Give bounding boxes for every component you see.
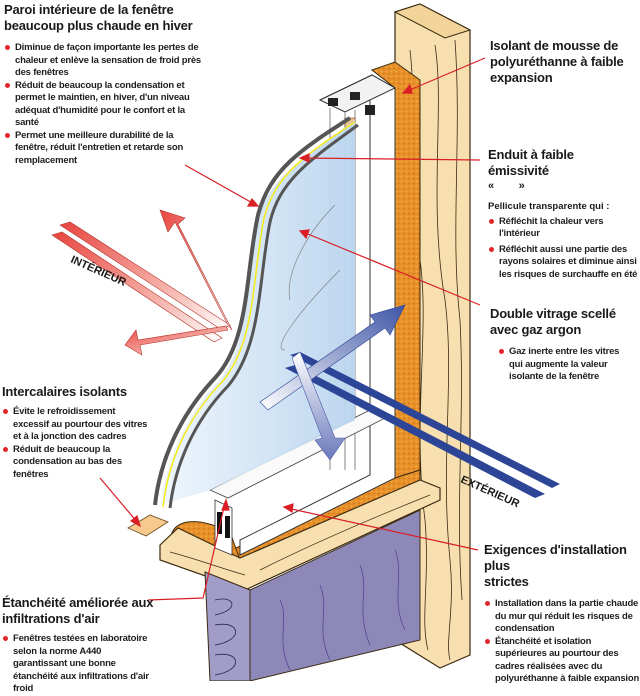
bullet-item: Réfléchit aussi une partie des rayons so… [488, 244, 638, 282]
callout-title: expansion [490, 70, 553, 85]
bullet-item: Étanchéité et isolation supérieures au p… [484, 636, 640, 686]
callout-installation: Exigences d'installation plus strictes I… [484, 542, 640, 686]
callout-title: polyuréthanne à faible [490, 54, 624, 69]
callout-title: Isolant de mousse de [490, 38, 619, 53]
batt-insulation [204, 509, 421, 681]
callout-quotes: « » [488, 180, 525, 192]
bullet-item: Gaz inerte entre les vitres qui augmente… [498, 346, 635, 384]
leader-lines [99, 57, 486, 601]
callout-title: Double vitrage scellé [490, 306, 616, 321]
sill-board [159, 479, 441, 591]
callout-title: Exigences d'installation plus [484, 542, 627, 573]
bullet-item: Réduit de beaucoup la condensation et pe… [4, 80, 204, 130]
bullet-item: Réduit de beaucoup la condensation au ba… [2, 444, 152, 482]
callout-title: strictes [484, 574, 529, 589]
callout-argon: Double vitrage scellé avec gaz argon Gaz… [490, 306, 635, 384]
interior-heat-arrows [51, 209, 233, 356]
double-glazing [153, 116, 359, 509]
callout-title: Intercalaires isolants [2, 384, 127, 399]
window-frame [209, 74, 397, 556]
bullet-item: Évite le refroidissement excessif au pou… [2, 406, 152, 444]
spacer-bar [127, 514, 169, 537]
callout-title: Enduit à faible émissivité [488, 147, 574, 178]
bullet-item: Installation dans la partie chaude du mu… [484, 598, 640, 636]
callout-inner-pane: Paroi intérieure de la fenêtre beaucoup … [4, 2, 244, 167]
bullet-item: Permet une meilleure durabilité de la fe… [4, 130, 204, 168]
callout-low-e: Enduit à faible émissivité « » Pellicule… [488, 147, 638, 281]
callout-title: Paroi intérieure de la fenêtre [4, 2, 174, 17]
exterior-solar-arrows [259, 304, 560, 498]
window-cross-section-diagram: INTÉRIEUR EXTÉRIEUR [51, 3, 560, 681]
bullet-item: Fenêtres testées en laboratoire selon la… [2, 633, 152, 696]
callout-lead: Pellicule transparente qui : [488, 201, 610, 212]
callout-title: beaucoup plus chaude en hiver [4, 18, 193, 33]
callout-title: avec gaz argon [490, 322, 582, 337]
bullet-item: Diminue de façon importante les pertes d… [4, 42, 204, 80]
callout-foam: Isolant de mousse de polyuréthanne à fai… [490, 38, 640, 86]
callout-spacers: Intercalaires isolants Évite le refroidi… [2, 384, 152, 481]
callout-title: Étanchéité améliorée aux [2, 595, 154, 610]
callout-title: infiltrations d'air [2, 611, 100, 626]
bullet-item: Réfléchit la chaleur vers l'intérieur [488, 216, 638, 241]
callout-air-tightness: Étanchéité améliorée aux infiltrations d… [2, 595, 182, 696]
